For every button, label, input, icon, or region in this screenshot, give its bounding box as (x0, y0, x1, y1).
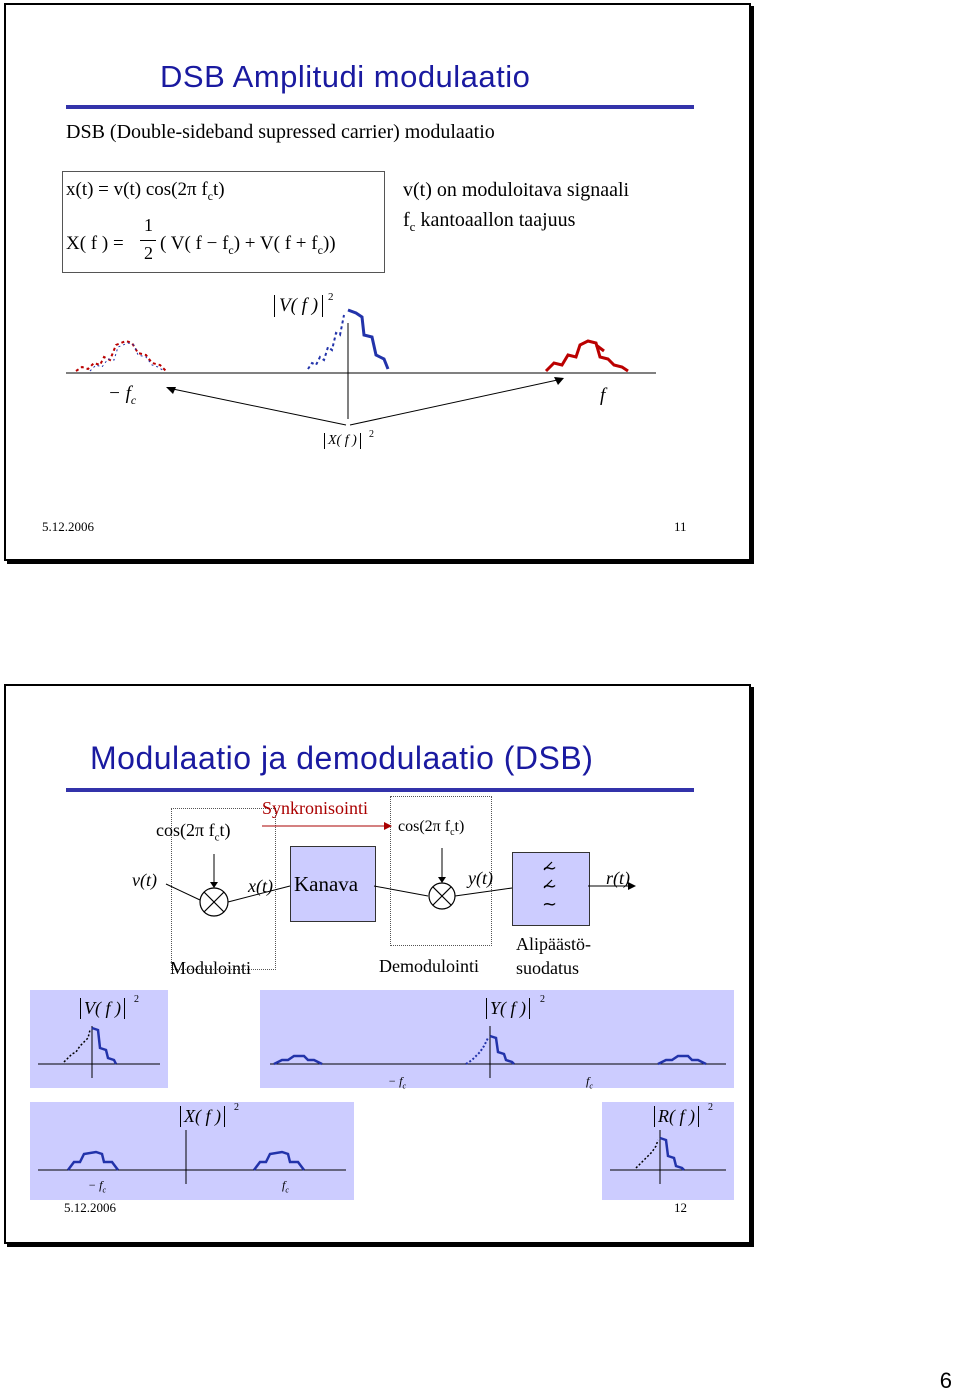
footer-date: 5.12.2006 (64, 1200, 116, 1215)
arrow-left (167, 387, 347, 426)
footer-page: 11 (674, 519, 687, 534)
equation-modulation: x(t) = v(t) cos(2π fct) (66, 179, 225, 203)
panel-V-exponent: 2 (134, 994, 139, 1005)
label-fc: f (600, 385, 606, 406)
panel-X (30, 1102, 354, 1200)
spectrum-panels-drawing (38, 1026, 726, 1184)
spectrum-neg-fc-inner (89, 342, 165, 372)
cos-demodulator: cos(2π fct) (398, 818, 465, 839)
slide-title: Modulaatio ja demodulaatio (DSB) (90, 740, 594, 776)
panel-Y-label: Y( f ) (486, 998, 530, 1019)
svg-text:~: ~ (542, 876, 557, 897)
label-r-t: r(t) (606, 868, 630, 888)
label-x-t: x(t) (248, 876, 273, 896)
note-carrier: fc kantoaallon taajuus (403, 209, 576, 234)
slide-title: DSB Amplitudi modulaatio (160, 59, 531, 94)
fraction-denominator: 2 (144, 243, 153, 263)
lowpass-label-1: Alipäästö- (516, 934, 591, 954)
footer-date: 5.12.2006 (42, 519, 94, 534)
equation-spectrum-left: X( f ) = (66, 233, 124, 254)
slide-subtitle: DSB (Double-sideband supressed carrier) … (66, 121, 495, 143)
baseband-negative (307, 314, 345, 370)
block-diagram: ~ ~ ~ (165, 822, 636, 917)
panel-Y-fc: fc (586, 1074, 593, 1091)
sync-label: Synkronisointi (262, 798, 369, 818)
channel-box (290, 846, 376, 922)
panel-X-fc: fc (282, 1178, 289, 1195)
panel-Y-neg-fc: − fc (388, 1074, 406, 1091)
spectrum-pos-fc (544, 339, 629, 373)
slide-2: Modulaatio ja demodulaatio (DSB) cos(2π … (4, 684, 751, 1244)
panel-V-label: V( f ) (80, 998, 125, 1019)
panel-Y-exponent: 2 (540, 994, 545, 1005)
baseband-positive (347, 308, 390, 370)
spectrum-neg-fc (75, 339, 167, 372)
cos-modulator: cos(2π fct) (156, 820, 231, 844)
title-underline (66, 788, 694, 792)
panel-R-label: R( f ) (654, 1106, 699, 1127)
note-signal: v(t) on moduloitava signaali (403, 179, 630, 201)
spectrum-diagram (66, 308, 656, 426)
modulation-group (171, 808, 276, 970)
svg-text:~: ~ (542, 858, 557, 879)
equation-spectrum-body: ( V( f − fc) + V( f + fc)) (160, 233, 336, 257)
label-v-t: v(t) (132, 870, 157, 890)
label-neg-fc: − fc (108, 383, 137, 407)
lowpass-label-2: suodatus (516, 958, 579, 978)
label-V-spectrum: V( f ) (274, 295, 324, 317)
fraction-numerator: 1 (144, 215, 153, 235)
arrow-right (349, 378, 563, 426)
equation-box (62, 171, 385, 273)
demodulation-label: Demodulointi (379, 956, 479, 976)
channel-label: Kanava (294, 872, 359, 896)
label-V-exponent: 2 (328, 291, 334, 303)
footer-page: 12 (674, 1200, 687, 1215)
label-X-exponent: 2 (369, 429, 374, 440)
svg-text:~: ~ (542, 894, 557, 915)
fraction-bar (140, 240, 156, 241)
modulation-label: Modulointi (170, 958, 252, 978)
panel-X-label: X( f ) (180, 1106, 225, 1127)
slide-1: DSB Amplitudi modulaatio DSB (Double-sid… (4, 3, 751, 561)
title-underline (66, 105, 694, 109)
label-y-t: y(t) (468, 868, 493, 888)
demodulation-group (390, 796, 492, 946)
panel-X-exponent: 2 (234, 1102, 239, 1113)
panel-R-exponent: 2 (708, 1102, 713, 1113)
lowpass-box (512, 852, 590, 926)
panel-X-neg-fc: − fc (88, 1178, 106, 1195)
page-number: 6 (939, 1368, 952, 1393)
label-X-spectrum: X( f ) (324, 433, 361, 449)
